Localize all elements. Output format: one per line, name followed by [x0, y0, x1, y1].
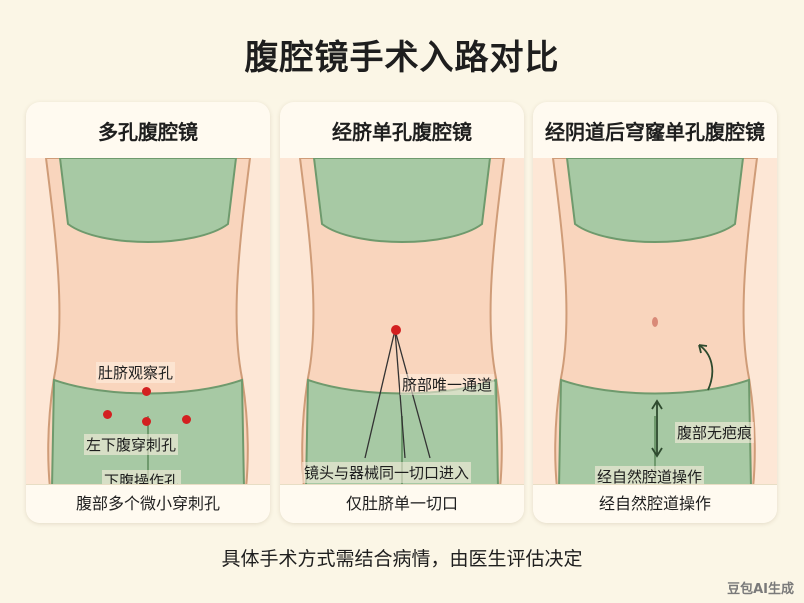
single-port-marker — [391, 325, 401, 335]
label-umbilical-port: 肚脐观察孔 — [96, 362, 176, 383]
label-left-lower-port: 左下腹穿刺孔 — [84, 434, 179, 455]
label-no-abdominal-scar: 腹部无疤痕 — [675, 422, 755, 443]
panel-multi-port: 多孔腹腔镜 肚脐观察孔 左下腹穿刺孔 下腹操作孔 腹部多个微小穿刺孔 — [26, 102, 270, 523]
panel-caption: 仅肚脐单一切口 — [280, 484, 524, 523]
panel-title: 多孔腹腔镜 — [98, 120, 198, 144]
panel-caption: 腹部多个微小穿刺孔 — [26, 484, 270, 523]
port-marker-umbilicus — [142, 387, 151, 396]
page-title: 腹腔镜手术入路对比 — [244, 38, 560, 78]
panel-single-port-umbilical: 经脐单孔腹腔镜 脐部唯一通道 镜头与器械同一切口进入 仅肚脐单一切口 — [280, 102, 524, 523]
label-only-umbilical-channel: 脐部唯一通道 — [400, 374, 495, 395]
port-marker-left — [103, 410, 112, 419]
port-marker-center — [142, 417, 151, 426]
panel-title: 经脐单孔腹腔镜 — [332, 120, 472, 144]
panel-caption: 经自然腔道操作 — [533, 484, 777, 523]
label-camera-instruments-same-incision: 镜头与器械同一切口进入 — [302, 462, 472, 483]
footer-note: 具体手术方式需结合病情，由医生评估决定 — [221, 548, 583, 570]
port-marker-right — [182, 415, 191, 424]
watermark: 豆包AI生成 — [727, 582, 794, 597]
torso-illustration — [26, 158, 270, 488]
panel-transvaginal: 经阴道后穹窿单孔腹腔镜 腹部无疤痕 经自然腔道操作 经自然腔道操作 — [533, 102, 777, 523]
label-natural-orifice: 经自然腔道操作 — [595, 466, 705, 487]
torso-illustration — [280, 158, 524, 488]
panel-title: 经阴道后穹窿单孔腹腔镜 — [545, 120, 765, 144]
